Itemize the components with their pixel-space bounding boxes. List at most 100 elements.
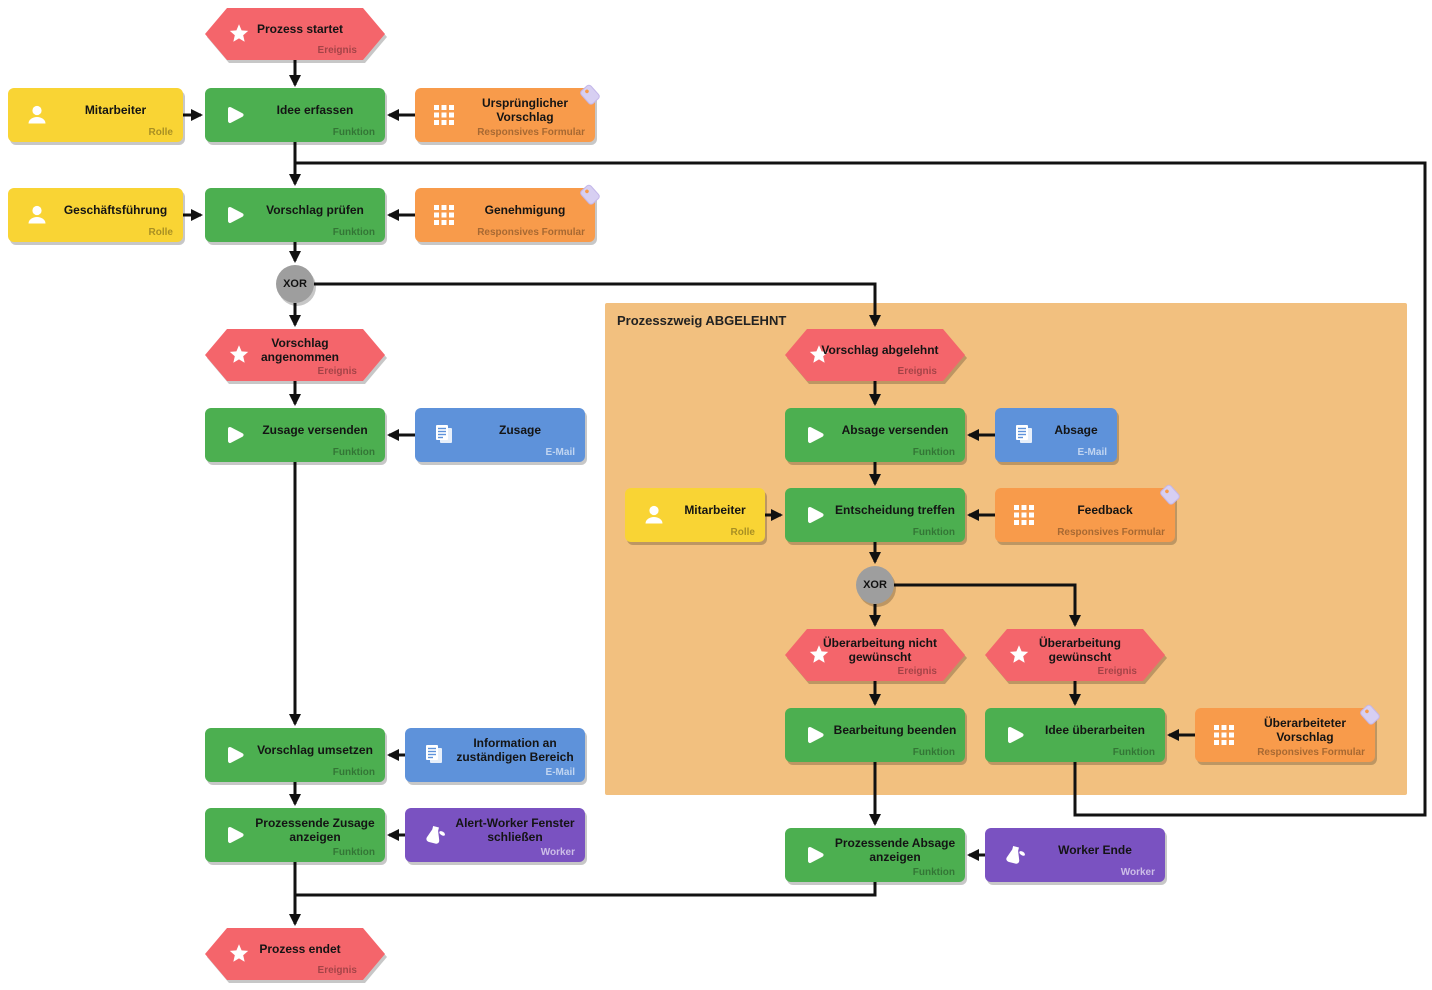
event-ueberarbeitung-nicht-gewuenscht[interactable]: Überarbeitung nicht gewünscht Ereignis — [785, 629, 965, 681]
star-icon — [225, 20, 253, 48]
form-ueberarbeiteter-vorschlag[interactable]: Überarbeiteter Vorschlag Responsives For… — [1195, 704, 1380, 762]
event-prozess-endet[interactable]: Prozess endet Ereignis — [205, 928, 385, 980]
event-prozess-startet[interactable]: Prozess startet Ereignis — [205, 8, 385, 60]
function-entscheidung-treffen[interactable]: Entscheidung treffen Funktion — [785, 488, 965, 542]
function-idee-erfassen[interactable]: Idee erfassen Funktion — [205, 88, 385, 142]
node-label: Zusage versenden — [262, 422, 368, 437]
function-zusage-versenden[interactable]: Zusage versenden Funktion — [205, 408, 385, 462]
email-information-bereich[interactable]: Information an zuständigen Bereich E-Mai… — [405, 728, 585, 782]
function-absage-versenden[interactable]: Absage versenden Funktion — [785, 408, 965, 462]
event-vorschlag-angenommen[interactable]: Vorschlag angenommen Ereignis — [205, 329, 385, 381]
node-label: Alert-Worker Fenster schließen — [455, 815, 575, 844]
node-label: Geschäftsführung — [63, 202, 168, 217]
node-type-label: Funktion — [912, 747, 955, 758]
node-label: Prozessende Absage anzeigen — [834, 835, 956, 864]
node-label: Idee erfassen — [276, 102, 354, 117]
region-label: Prozesszweig ABGELEHNT — [617, 313, 787, 328]
node-type-label: Ereignis — [317, 45, 357, 56]
node-type-label: Funktion — [332, 227, 375, 238]
event-shape: Prozess endet Ereignis — [205, 928, 385, 980]
play-icon — [799, 500, 829, 530]
node-type-label: Responsives Formular — [477, 227, 585, 238]
role-mitarbeiter-2[interactable]: Mitarbeiter Rolle — [625, 488, 765, 542]
role-geschaeftsfuehrung[interactable]: Geschäftsführung Rolle — [8, 188, 183, 242]
node-label: Bearbeitung beenden — [833, 722, 957, 737]
node-type-label: Ereignis — [317, 366, 357, 377]
function-vorschlag-pruefen[interactable]: Vorschlag prüfen Funktion — [205, 188, 385, 242]
worker-ende[interactable]: Worker Ende Worker — [985, 828, 1165, 882]
node-type-label: Rolle — [148, 227, 173, 238]
play-icon — [219, 100, 249, 130]
event-shape: Überarbeitung gewünscht Ereignis — [985, 629, 1165, 681]
node-label: Vorschlag abgelehnt — [821, 342, 939, 357]
node-label: Idee überarbeiten — [1044, 722, 1146, 737]
form-feedback[interactable]: Feedback Responsives Formular — [995, 484, 1180, 542]
node-label: Mitarbeiter — [84, 102, 147, 117]
star-icon — [805, 341, 833, 369]
email-zusage[interactable]: Zusage E-Mail — [415, 408, 585, 462]
node-label: Vorschlag prüfen — [266, 202, 364, 217]
event-shape: Vorschlag abgelehnt Ereignis — [785, 329, 965, 381]
pages-icon — [429, 420, 459, 450]
node-label: Absage — [1054, 422, 1098, 437]
play-icon — [799, 840, 829, 870]
node-type-label: Funktion — [1112, 747, 1155, 758]
node-type-label: Rolle — [730, 527, 755, 538]
star-icon — [1005, 641, 1033, 669]
event-shape: Vorschlag angenommen Ereignis — [205, 329, 385, 381]
xor-2[interactable]: XOR — [856, 566, 894, 604]
node-type-label: Responsives Formular — [477, 127, 585, 138]
node-label: Entscheidung treffen — [834, 502, 955, 517]
star-icon — [225, 341, 253, 369]
node-label: Information an zuständigen Bereich — [456, 735, 574, 764]
star-icon — [225, 940, 253, 968]
function-prozessende-zusage-anzeigen[interactable]: Prozessende Zusage anzeigen Funktion — [205, 808, 385, 862]
function-prozessende-absage-anzeigen[interactable]: Prozessende Absage anzeigen Funktion — [785, 828, 965, 882]
node-type-label: Ereignis — [897, 366, 937, 377]
email-absage[interactable]: Absage E-Mail — [995, 408, 1117, 462]
person-icon — [22, 200, 52, 230]
play-icon — [799, 420, 829, 450]
connector-edge — [295, 882, 877, 897]
play-icon — [219, 420, 249, 450]
pages-icon — [1009, 420, 1039, 450]
grid-icon — [1209, 720, 1239, 750]
function-idee-ueberarbeiten[interactable]: Idee überarbeiten Funktion — [985, 708, 1165, 762]
node-label: Mitarbeiter — [684, 502, 746, 517]
node-label: Überarbeitung gewünscht — [1038, 635, 1121, 664]
node-type-label: Funktion — [912, 527, 955, 538]
grid-icon — [429, 200, 459, 230]
node-type-label: Responsives Formular — [1057, 527, 1165, 538]
node-type-label: Funktion — [332, 847, 375, 858]
form-genehmigung[interactable]: Genehmigung Responsives Formular — [415, 184, 600, 242]
node-label: Zusage — [498, 422, 541, 437]
node-label: Feedback — [1077, 502, 1133, 517]
node-type-label: E-Mail — [545, 767, 575, 778]
node-label: Worker Ende — [1058, 842, 1132, 857]
function-bearbeitung-beenden[interactable]: Bearbeitung beenden Funktion — [785, 708, 965, 762]
play-icon — [799, 720, 829, 750]
play-icon — [219, 200, 249, 230]
event-vorschlag-abgelehnt[interactable]: Vorschlag abgelehnt Ereignis — [785, 329, 965, 381]
form-urspruenglicher-vorschlag[interactable]: Ursprünglicher Vorschlag Responsives For… — [415, 84, 600, 142]
node-type-label: Worker — [540, 847, 575, 858]
worker-alert-fenster-schliessen[interactable]: Alert-Worker Fenster schließen Worker — [405, 808, 585, 862]
node-type-label: Ereignis — [1097, 666, 1137, 677]
node-label: Prozessende Zusage anzeigen — [255, 815, 375, 844]
node-label: Vorschlag umsetzen — [257, 742, 373, 757]
xor-label: XOR — [863, 579, 887, 591]
event-shape: Prozess startet Ereignis — [205, 8, 385, 60]
worker-icon — [999, 840, 1029, 870]
xor-1[interactable]: XOR — [276, 265, 314, 303]
function-vorschlag-umsetzen[interactable]: Vorschlag umsetzen Funktion — [205, 728, 385, 782]
node-type-label: E-Mail — [1077, 447, 1107, 458]
event-ueberarbeitung-gewuenscht[interactable]: Überarbeitung gewünscht Ereignis — [985, 629, 1165, 681]
role-mitarbeiter-1[interactable]: Mitarbeiter Rolle — [8, 88, 183, 142]
xor-label: XOR — [283, 278, 307, 290]
node-type-label: Funktion — [912, 447, 955, 458]
event-shape: Überarbeitung nicht gewünscht Ereignis — [785, 629, 965, 681]
node-label: Genehmigung — [484, 202, 566, 217]
pages-icon — [419, 740, 449, 770]
node-label: Absage versenden — [841, 422, 949, 437]
